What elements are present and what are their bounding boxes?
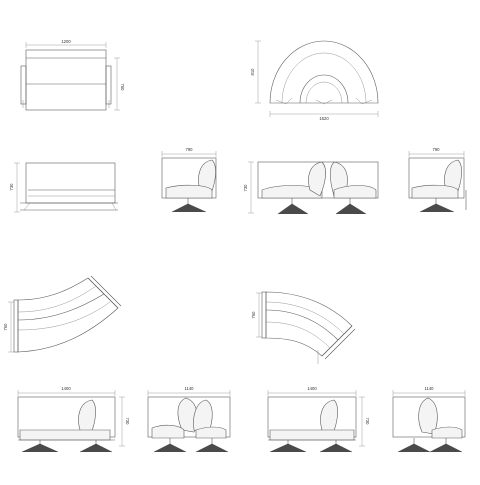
- chair-front-view-right: 1140: [392, 386, 466, 453]
- backrest: [193, 399, 213, 435]
- base-leg: [153, 443, 187, 453]
- dimension-label: 790: [186, 147, 194, 152]
- base-leg: [195, 443, 229, 453]
- sofa-side-view: 730: [9, 162, 118, 213]
- sofa-backrest: [320, 399, 338, 437]
- sofa-front-view-right: 1400 730: [267, 386, 370, 453]
- backrest: [418, 397, 438, 435]
- curve-back: [17, 285, 97, 313]
- sofa-body: [25, 162, 116, 204]
- chair-side-view: 790: [161, 147, 217, 213]
- dimension-label: 730: [243, 184, 248, 192]
- curve-seat: [17, 293, 105, 321]
- left-base: [277, 203, 309, 215]
- leg: [111, 202, 117, 211]
- right-seat: [333, 185, 377, 199]
- chair-pair-front-view: 1140: [147, 386, 231, 453]
- dimension-label: 1140: [184, 386, 194, 391]
- curved-sofa-right: 760: [251, 291, 356, 364]
- semicircle-sofa-top-view: 810 1620: [250, 40, 379, 121]
- dimension-label: 1620: [319, 116, 329, 121]
- curve-seat-front: [17, 301, 111, 331]
- dimension-label: 760: [120, 84, 125, 92]
- curved-sofa-left: 760: [3, 275, 122, 353]
- chair-seat: [411, 184, 459, 199]
- dimension-label: 810: [250, 68, 255, 76]
- semicircle-back: [281, 52, 367, 104]
- base-leg: [429, 443, 463, 453]
- curve-back: [265, 301, 345, 335]
- end-arm: [321, 325, 353, 357]
- sofa-seat: [19, 429, 111, 441]
- curve-seat-front: [265, 321, 331, 349]
- curve-outer: [17, 277, 119, 353]
- base-leg: [79, 443, 113, 453]
- curve-outer: [265, 291, 353, 357]
- dimension-label: 1200: [61, 39, 71, 44]
- chair-side-view-right: 790: [408, 147, 467, 213]
- left-seat: [261, 185, 323, 199]
- left-backrest: [308, 161, 326, 197]
- double-chair-side-view: 730: [243, 161, 379, 215]
- dimension-label: 760: [3, 323, 8, 331]
- semicircle-outer: [269, 40, 379, 104]
- right-base: [335, 203, 367, 215]
- end-arm: [87, 277, 119, 309]
- chair-base-leg: [435, 203, 439, 213]
- end-arm: [261, 291, 267, 339]
- chair-base-leg: [187, 203, 191, 213]
- base-leg: [397, 443, 431, 453]
- curve-seat: [265, 309, 339, 341]
- base-mark: [355, 97, 373, 105]
- seat: [151, 424, 185, 439]
- base-leg: [319, 443, 353, 453]
- base-leg: [269, 443, 307, 453]
- dimension-label: 730: [125, 418, 130, 426]
- chair-seat: [165, 184, 213, 199]
- chair-pair-outline: [147, 396, 231, 438]
- right-arm: [105, 65, 112, 105]
- end-arm: [13, 299, 19, 353]
- semicircle-inner-line: [305, 81, 343, 104]
- sofa-front-view-left: 1400 730: [17, 386, 130, 453]
- sofa-top-view: 1200 760: [20, 39, 125, 111]
- left-arm: [20, 65, 27, 105]
- dimension-label: 730: [9, 183, 14, 191]
- seat: [431, 426, 463, 439]
- dimension-label: 1400: [307, 386, 317, 391]
- base-mark: [275, 97, 293, 105]
- end-arm-edge: [90, 275, 122, 307]
- sofa-backrest: [78, 399, 96, 437]
- dimension-label: 1140: [424, 386, 434, 391]
- dimension-label: 1400: [61, 386, 71, 391]
- base-mark: [315, 99, 333, 105]
- sofa-seat: [269, 429, 355, 441]
- semicircle-inner: [299, 74, 349, 104]
- seat: [195, 426, 227, 439]
- leg: [23, 202, 31, 211]
- sofa-outline: [25, 49, 107, 111]
- dimension-label: 760: [251, 311, 256, 319]
- chair-outline: [392, 396, 466, 438]
- dimension-label: 730: [365, 418, 370, 426]
- end-arm-edge: [324, 328, 356, 360]
- base-leg: [21, 443, 59, 453]
- dimension-label: 790: [433, 147, 441, 152]
